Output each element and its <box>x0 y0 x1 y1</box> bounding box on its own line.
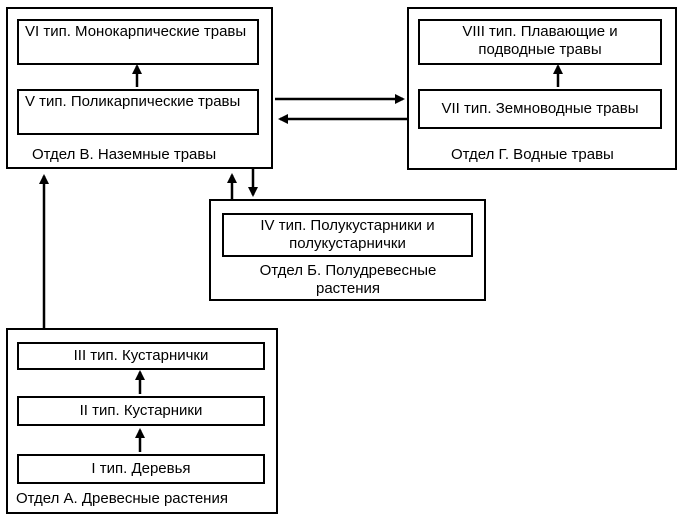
type-v-label: V тип. Поликарпические травы <box>25 93 241 110</box>
section-v-box: VI тип. Монокарпические травы V тип. Пол… <box>6 7 273 169</box>
type-ii-label: II тип. Кустарники <box>79 402 203 419</box>
section-a-caption: Отдел А. Древесные растения <box>16 490 228 507</box>
section-g-caption: Отдел Г. Водные травы <box>451 146 614 163</box>
type-vii-box: VII тип. Земноводные травы <box>418 89 662 129</box>
type-vi-box: VI тип. Монокарпические травы <box>17 19 259 65</box>
type-viii-label: VIII тип. Плавающие и подводные травы <box>462 23 618 58</box>
type-iii-label: III тип. Кустарнички <box>73 347 209 364</box>
type-ii-box: II тип. Кустарники <box>17 396 265 426</box>
type-i-box: I тип. Деревья <box>17 454 265 484</box>
type-v-box: V тип. Поликарпические травы <box>17 89 259 135</box>
type-vii-label: VII тип. Земноводные травы <box>441 100 639 117</box>
section-a-box: III тип. Кустарнички II тип. Кустарники … <box>6 328 278 514</box>
section-v-caption: Отдел В. Наземные травы <box>32 146 217 163</box>
type-vi-label: VI тип. Монокарпические травы <box>25 23 247 40</box>
section-g-box: VIII тип. Плавающие и подводные травы VI… <box>407 7 677 170</box>
type-iv-label: IV тип. Полукустарники и полукустарнички <box>260 217 435 252</box>
section-b-box: IV тип. Полукустарники и полукустарнички… <box>209 199 486 301</box>
section-b-caption: Отдел Б. Полудревесные растения <box>259 262 437 297</box>
type-iii-box: III тип. Кустарнички <box>17 342 265 370</box>
type-viii-box: VIII тип. Плавающие и подводные травы <box>418 19 662 65</box>
type-iv-box: IV тип. Полукустарники и полукустарнички <box>222 213 473 257</box>
type-i-label: I тип. Деревья <box>91 460 191 477</box>
